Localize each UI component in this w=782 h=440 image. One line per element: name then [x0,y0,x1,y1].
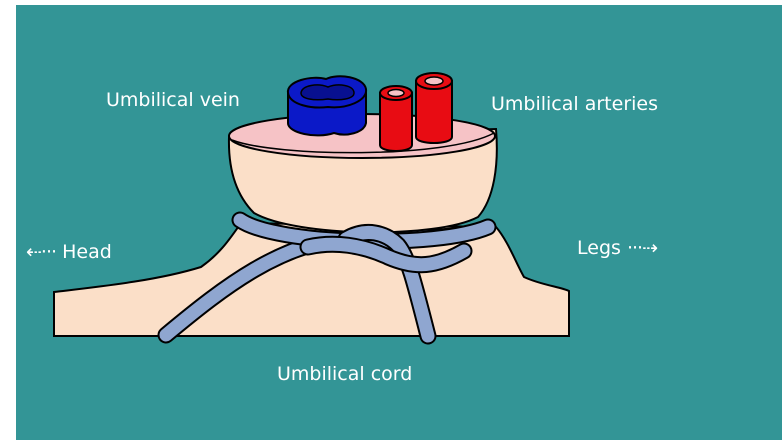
diagram-panel: Umbilical vein Umbilical arteries ⇠··· H… [16,5,782,440]
umbilical-vein [288,76,366,135]
right-dotted-arrow-icon: ···⇢ [627,237,657,259]
umbilical-artery-left [380,86,412,151]
umbilical-artery-right [416,73,452,143]
legs-label-text: Legs [577,237,621,259]
umbilical-arteries-label: Umbilical arteries [491,93,658,115]
head-label-text: Head [62,241,112,263]
head-direction-label: ⇠··· Head [26,241,112,263]
umbilical-vein-label: Umbilical vein [106,89,240,111]
left-dotted-arrow-icon: ⇠··· [26,241,56,263]
legs-direction-label: Legs ···⇢ [577,237,657,259]
umbilical-cord-label: Umbilical cord [277,363,412,385]
